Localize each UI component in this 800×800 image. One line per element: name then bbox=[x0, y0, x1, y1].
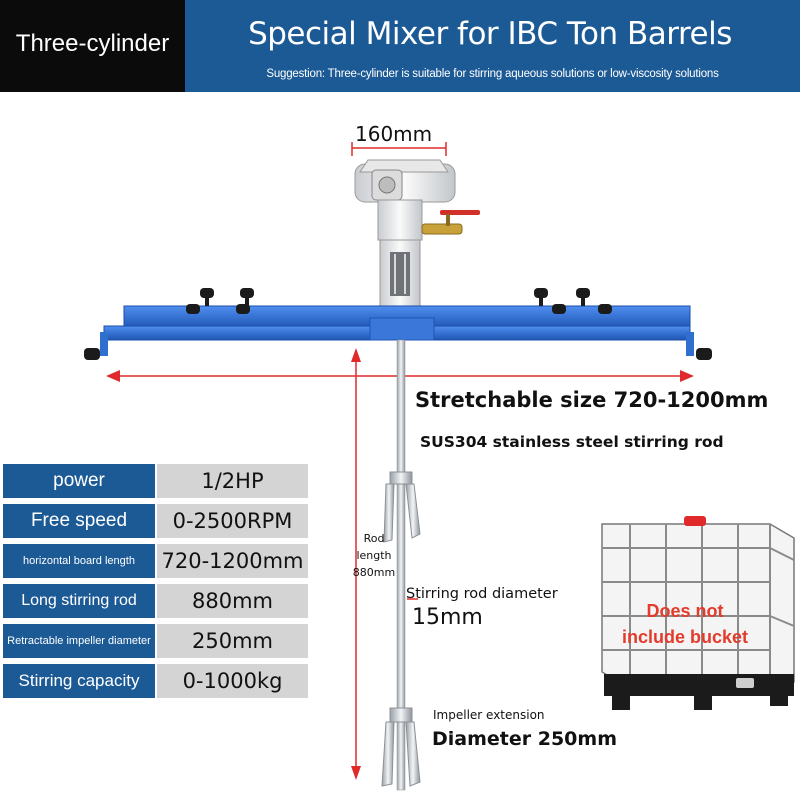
header-tag-panel bbox=[0, 0, 185, 92]
lower-impeller bbox=[381, 707, 421, 787]
page-title: Special Mixer for IBC Ton Barrels bbox=[248, 16, 732, 52]
impeller-extension-label: Impeller extension bbox=[433, 708, 545, 722]
bucket-note: Does not include bucket bbox=[621, 601, 749, 647]
spec-value: 880mm bbox=[157, 584, 308, 618]
impeller-diameter-label: Diameter 250mm bbox=[432, 728, 617, 750]
spec-row-capacity: Stirring capacity 0-1000kg bbox=[3, 664, 308, 698]
spec-row-impeller-diameter: Retractable impeller diameter 250mm bbox=[3, 624, 308, 658]
spec-value: 0-2500RPM bbox=[157, 504, 308, 538]
spec-row-free-speed: Free speed 0-2500RPM bbox=[3, 504, 308, 538]
upper-impeller bbox=[383, 471, 421, 543]
spec-key: Stirring capacity bbox=[3, 664, 155, 698]
rod-diameter-value: 15mm bbox=[412, 605, 483, 630]
spec-key: Retractable impeller diameter bbox=[3, 624, 155, 658]
spec-value: 0-1000kg bbox=[157, 664, 308, 698]
spec-key: Long stirring rod bbox=[3, 584, 155, 618]
spec-value: 720-1200mm bbox=[157, 544, 308, 578]
spec-value: 1/2HP bbox=[157, 464, 308, 498]
rod-length-dimension bbox=[351, 348, 361, 780]
crossbar-frame bbox=[84, 288, 712, 360]
mixer-illustration bbox=[84, 142, 795, 791]
page-subtitle: Suggestion: Three-cylinder is suitable f… bbox=[266, 68, 719, 80]
ibc-tote-icon bbox=[601, 516, 795, 710]
stirring-rod bbox=[396, 339, 418, 791]
stretchable-size-label: Stretchable size 720-1200mm bbox=[415, 388, 769, 412]
motor-width-label: 160mm bbox=[355, 122, 433, 146]
spec-value: 250mm bbox=[157, 624, 308, 658]
header-banner: Three-cylinder Special Mixer for IBC Ton… bbox=[0, 0, 800, 92]
spec-key: Free speed bbox=[3, 504, 155, 538]
rod-length-label: Rod length 880mm bbox=[352, 532, 396, 579]
mixer-motor-icon bbox=[354, 159, 480, 321]
spec-key: power bbox=[3, 464, 155, 498]
spec-row-board-length: horizontal board length 720-1200mm bbox=[3, 544, 308, 578]
rod-material-label: SUS304 stainless steel stirring rod bbox=[420, 433, 724, 451]
spec-table: power 1/2HP Free speed 0-2500RPM horizon… bbox=[3, 464, 308, 704]
spec-row-rod-length: Long stirring rod 880mm bbox=[3, 584, 308, 618]
spec-row-power: power 1/2HP bbox=[3, 464, 308, 498]
rod-diameter-label: Stirring rod diameter bbox=[406, 586, 558, 602]
motor-width-dimension bbox=[351, 142, 447, 156]
cylinder-tag: Three-cylinder bbox=[15, 30, 170, 57]
spec-key: horizontal board length bbox=[3, 544, 155, 578]
